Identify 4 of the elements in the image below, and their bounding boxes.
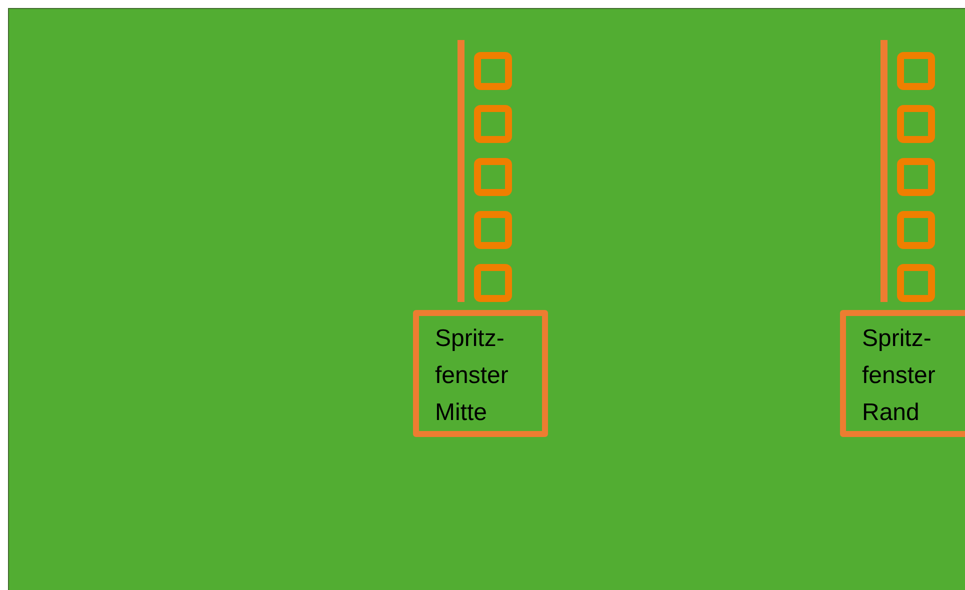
spray-window-box [840,310,965,437]
box-label: Spritz- fenster Rand [862,324,936,428]
box-label: Spritz- fenster Mitte [435,324,510,428]
spray-window-box [413,310,548,437]
